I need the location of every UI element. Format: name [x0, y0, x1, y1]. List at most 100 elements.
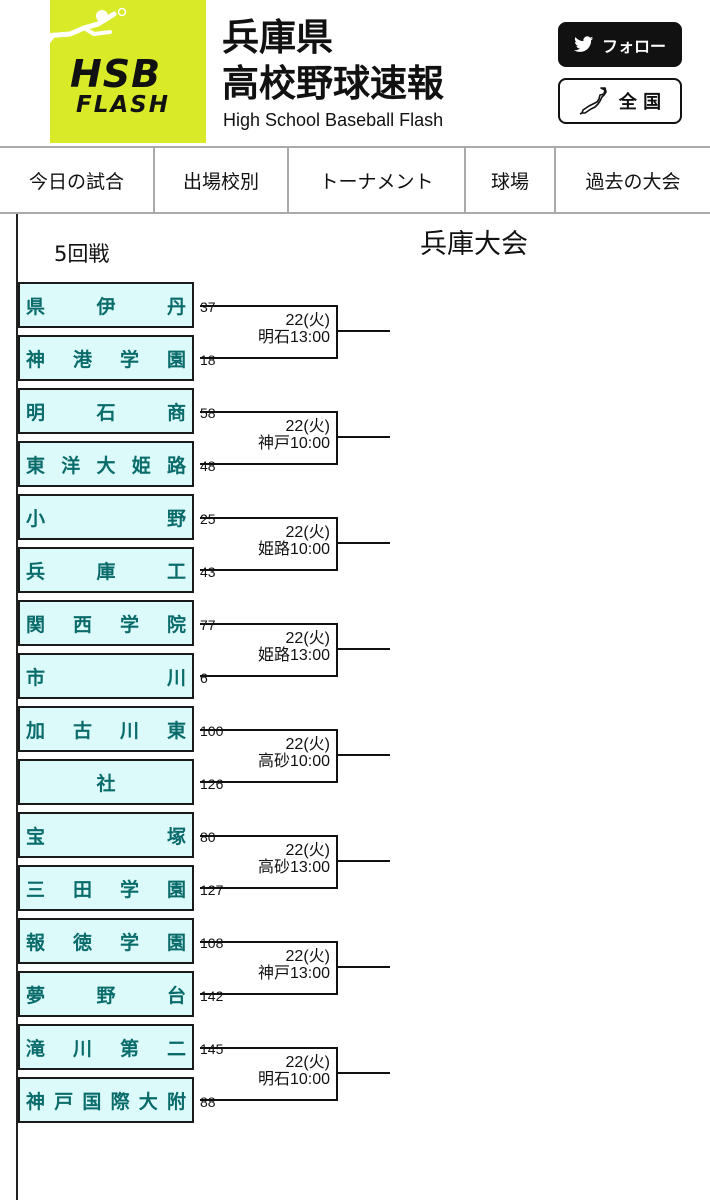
team-name-char: 商 [166, 401, 186, 424]
match-info[interactable]: 22(火)高砂10:00 [230, 736, 330, 770]
nav-past-tournaments[interactable]: 過去の大会 [585, 170, 681, 193]
site-subtitle: High School Baseball Flash [223, 110, 444, 130]
team-name-char: 川 [72, 1037, 92, 1060]
team-cell[interactable]: 明石商 [18, 388, 194, 434]
team-name-char: 滝 [26, 1037, 46, 1060]
team-score: 108 [200, 935, 224, 951]
site-header: HSB FLASH 兵庫県 高校野球速報 High School Basebal… [0, 0, 710, 146]
team-cell[interactable]: 関西学院 [18, 600, 194, 646]
bracket-line [200, 729, 338, 783]
team-name-char: 伊 [96, 295, 116, 318]
team-name-char: 明 [26, 401, 46, 424]
hsb-flash-logo[interactable]: HSB FLASH [19, 0, 206, 143]
team-name-char: 洋 [61, 454, 81, 477]
team-name-char: 大 [96, 454, 116, 477]
team-cell[interactable]: 三田学園 [18, 865, 194, 911]
bracket-stub [338, 754, 390, 756]
team-cell[interactable]: 加古川東 [18, 706, 194, 752]
nav-today-games[interactable]: 今日の試合 [0, 148, 155, 212]
match-venue-time: 姫路10:00 [257, 541, 330, 558]
site-title-main: 高校野球速報 [222, 62, 444, 105]
team-name-char: 川 [119, 719, 139, 742]
team-score: 145 [200, 1041, 224, 1057]
match-date: 22(火) [285, 630, 330, 647]
nav-stadiums[interactable]: 球場 [466, 148, 556, 212]
team-cell[interactable]: 社 [18, 759, 194, 805]
team-cell[interactable]: 県伊丹 [18, 282, 194, 328]
team-cell[interactable]: 報徳学園 [18, 918, 194, 964]
team-cell[interactable]: 滝川第二 [18, 1024, 194, 1070]
bracket-stub [338, 648, 390, 650]
team-cell[interactable]: 小野 [18, 494, 194, 540]
match-venue-time: 神戸10:00 [257, 435, 330, 452]
match-venue-time: 神戸13:00 [257, 965, 330, 982]
team-name-char: 附 [166, 1090, 186, 1113]
follow-button[interactable]: フォロー [558, 22, 682, 67]
team-score: 127 [200, 882, 224, 898]
team-name-char: 学 [119, 878, 139, 901]
logo-text-flash: FLASH [76, 92, 170, 118]
team-name-char: 西 [72, 613, 92, 636]
round-label: 5回戦 [54, 242, 110, 266]
team-name-char: 徳 [72, 931, 92, 954]
team-name-char: 田 [72, 878, 92, 901]
team-name-char: 三 [26, 878, 46, 901]
match-info[interactable]: 22(火)姫路13:00 [230, 630, 330, 664]
all-japan-label: 全 国 [618, 92, 662, 113]
match-info[interactable]: 22(火)神戸10:00 [230, 418, 330, 452]
logo-text-hsb: HSB [70, 52, 162, 96]
team-name-char: 大 [138, 1090, 158, 1113]
team-score: 25 [200, 511, 216, 527]
team-score: 142 [200, 988, 224, 1004]
match-date: 22(火) [285, 736, 330, 753]
team-name-char: 石 [96, 401, 116, 424]
team-name-char: 宝 [26, 825, 46, 848]
match-info[interactable]: 22(火)明石13:00 [230, 312, 330, 346]
team-name-char: 報 [26, 931, 46, 954]
nav-schools[interactable]: 出場校別 [155, 148, 289, 212]
match-venue-time: 姫路13:00 [257, 647, 330, 664]
nav-tournament[interactable]: トーナメント [289, 148, 466, 212]
team-score: 100 [200, 723, 224, 739]
match-info[interactable]: 22(火)明石10:00 [230, 1054, 330, 1088]
team-name-char: 園 [166, 348, 186, 371]
match-info[interactable]: 22(火)神戸13:00 [230, 948, 330, 982]
team-name-char: 野 [96, 984, 116, 1007]
team-cell[interactable]: 神港学園 [18, 335, 194, 381]
team-cell[interactable]: 市川 [18, 653, 194, 699]
team-name-char: 東 [26, 454, 46, 477]
match-date: 22(火) [285, 842, 330, 859]
team-name-char: 丹 [166, 295, 186, 318]
match-date: 22(火) [285, 524, 330, 541]
team-name-char: 園 [166, 878, 186, 901]
team-name-char: 国 [82, 1090, 102, 1113]
team-cell[interactable]: 東洋大姫路 [18, 441, 194, 487]
team-name-char: 社 [96, 772, 116, 795]
japan-map-icon [579, 87, 607, 115]
match-date: 22(火) [285, 948, 330, 965]
twitter-bird-icon [573, 36, 594, 52]
team-score: 88 [200, 1094, 216, 1110]
team-name-char: 庫 [96, 560, 116, 583]
bracket-line [200, 411, 338, 465]
team-score: 80 [200, 829, 216, 845]
team-name-char: 東 [166, 719, 186, 742]
match-date: 22(火) [285, 312, 330, 329]
team-score: 58 [200, 405, 216, 421]
follow-button-label: フォロー [601, 36, 666, 56]
team-cell[interactable]: 宝塚 [18, 812, 194, 858]
all-japan-button[interactable]: 全 国 [558, 78, 682, 124]
team-name-char: 学 [119, 613, 139, 636]
bracket-line [200, 941, 338, 995]
team-name-char: 神 [26, 348, 46, 371]
team-cell[interactable]: 兵庫工 [18, 547, 194, 593]
team-score: 37 [200, 299, 216, 315]
team-name-char: 第 [119, 1037, 139, 1060]
match-info[interactable]: 22(火)高砂13:00 [230, 842, 330, 876]
team-cell[interactable]: 神戸国際大附 [18, 1077, 194, 1123]
match-date: 22(火) [285, 418, 330, 435]
bracket-line [200, 517, 338, 571]
team-name-char: 台 [166, 984, 186, 1007]
team-cell[interactable]: 夢野台 [18, 971, 194, 1017]
match-info[interactable]: 22(火)姫路10:00 [230, 524, 330, 558]
